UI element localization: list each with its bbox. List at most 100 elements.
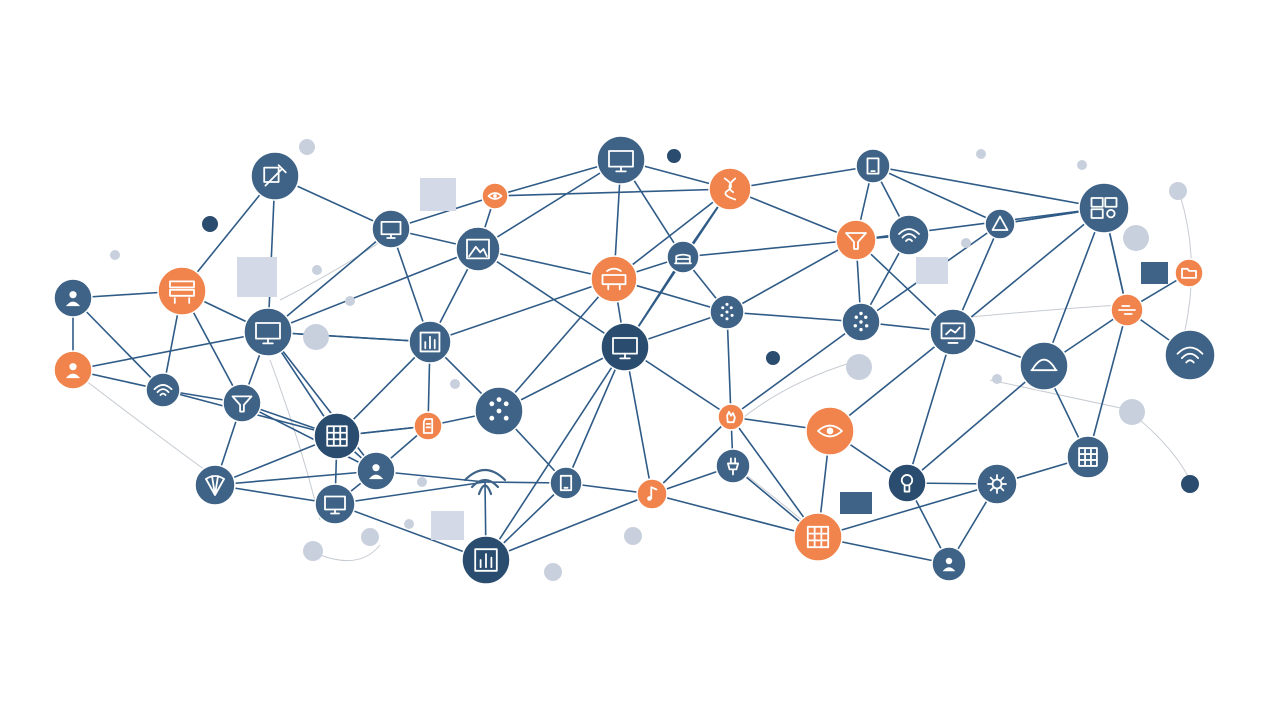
decorative-square xyxy=(420,178,456,211)
decorative-square xyxy=(916,257,948,284)
monitor-icon xyxy=(380,220,402,239)
decorative-dot xyxy=(544,563,562,581)
node-badge xyxy=(835,219,877,261)
connection-line xyxy=(726,311,862,323)
faint-curve xyxy=(269,359,321,521)
network-nodes xyxy=(53,135,1216,585)
decorative-dot xyxy=(404,519,414,529)
user-icon xyxy=(942,557,956,572)
connection-line xyxy=(613,188,731,280)
network-node xyxy=(931,546,967,582)
node-badge xyxy=(222,383,262,423)
landscape-icon xyxy=(466,238,490,260)
node-badge xyxy=(314,483,356,525)
connection-line xyxy=(651,416,732,495)
node-badge xyxy=(1078,182,1130,234)
network-node xyxy=(708,167,752,211)
node-badge xyxy=(984,208,1016,240)
node-badge xyxy=(313,412,361,460)
decorative-dot xyxy=(299,139,315,155)
decorative-dot xyxy=(976,149,986,159)
music-icon xyxy=(647,486,658,501)
fan-icon xyxy=(205,475,225,496)
faint-curve xyxy=(84,379,206,471)
wifi-icon xyxy=(1176,346,1204,364)
network-node xyxy=(549,466,583,500)
faint-curve xyxy=(1139,419,1191,481)
connection-line xyxy=(477,248,626,348)
network-node xyxy=(596,135,646,185)
grid-icon xyxy=(326,425,348,447)
connection-line xyxy=(1043,207,1105,367)
decorative-dot xyxy=(667,149,681,163)
node-badge xyxy=(243,307,293,357)
node-badge xyxy=(413,411,443,441)
network-icon xyxy=(489,397,509,421)
connection-line xyxy=(72,297,164,391)
network-node xyxy=(243,307,293,357)
network-node xyxy=(805,406,855,456)
network-node xyxy=(250,151,300,201)
decorative-dot xyxy=(1077,160,1087,170)
node-badge xyxy=(888,214,930,256)
decorative-dot xyxy=(361,528,379,546)
connection-line xyxy=(429,278,615,343)
network-node xyxy=(855,148,891,184)
dashboard-icon xyxy=(1090,197,1118,219)
faint-curve xyxy=(739,359,861,421)
decorative-dot xyxy=(450,379,460,389)
funnel-icon xyxy=(845,232,867,250)
wifi-icon xyxy=(153,384,173,396)
decorative-square xyxy=(840,492,872,514)
network-node xyxy=(157,266,207,316)
node-badge xyxy=(549,466,583,500)
decorative-square xyxy=(237,257,277,297)
connection-line xyxy=(1087,309,1128,458)
connection-line xyxy=(241,402,377,472)
node-badge xyxy=(1019,341,1069,391)
eye-icon xyxy=(817,424,843,438)
monitor-icon xyxy=(608,150,634,173)
profile-icon xyxy=(368,464,384,480)
node-badge xyxy=(666,240,700,274)
connection-line xyxy=(334,503,487,561)
network-node xyxy=(194,464,236,506)
node-badge xyxy=(1174,258,1204,288)
decorative-dot xyxy=(202,216,218,232)
connection-line xyxy=(624,346,653,495)
connection-line xyxy=(477,159,622,250)
user-icon xyxy=(65,363,81,379)
decorative-dot xyxy=(1123,225,1149,251)
network-node xyxy=(841,302,881,342)
hand-icon xyxy=(726,410,736,424)
network-node xyxy=(463,468,507,496)
folder-icon xyxy=(1181,267,1197,279)
connection-line xyxy=(267,175,276,333)
decorative-dot xyxy=(1119,399,1145,425)
wifi-icon xyxy=(898,228,920,242)
network-node xyxy=(835,219,877,261)
network-node xyxy=(408,320,452,364)
faint-curve xyxy=(319,544,381,562)
bar-chart-icon xyxy=(474,548,498,572)
dome-icon xyxy=(1030,358,1058,372)
node-badge xyxy=(371,209,411,249)
node-badge xyxy=(715,448,751,484)
network-node xyxy=(1078,182,1130,234)
monitor-icon xyxy=(324,495,346,515)
network-node xyxy=(929,308,977,356)
connection-line xyxy=(729,188,857,241)
decorative-dot xyxy=(110,250,120,260)
node-badge xyxy=(717,403,745,431)
connection-line xyxy=(726,239,857,313)
network-node xyxy=(222,383,262,423)
connection-line xyxy=(817,483,998,538)
decorative-dot xyxy=(1181,475,1199,493)
connection-line xyxy=(682,239,857,258)
network-node xyxy=(600,322,650,372)
node-badge xyxy=(793,512,843,562)
decorative-dot xyxy=(624,527,642,545)
node-badge xyxy=(590,255,638,303)
network-node xyxy=(371,209,411,249)
wifi-icon xyxy=(463,468,507,496)
